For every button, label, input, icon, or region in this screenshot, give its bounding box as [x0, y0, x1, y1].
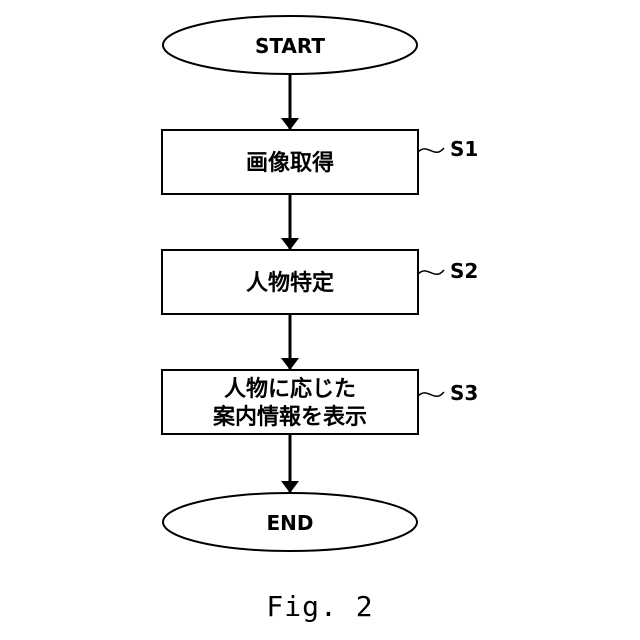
arrowhead-end [281, 481, 299, 493]
arrowhead-s2 [281, 238, 299, 250]
step-id-s3: S3 [450, 381, 478, 405]
process-label-s3-line1: 人物に応じた [224, 376, 356, 402]
step-leader-s2 [418, 270, 444, 274]
arrowhead-s1 [281, 118, 299, 130]
step-id-s2: S2 [450, 259, 478, 283]
step-id-s1: S1 [450, 137, 478, 161]
process-label-s1: 画像取得 [246, 150, 334, 176]
end-label: END [266, 511, 313, 535]
step-leader-s3 [418, 392, 444, 396]
figure-caption: Fig. 2 [0, 590, 640, 623]
flowchart: START 画像取得 S1 人物特定 S2 人物に応じた 案内情報を表示 S3 … [0, 0, 640, 580]
process-label-s2: 人物特定 [246, 270, 334, 296]
arrowhead-s3 [281, 358, 299, 370]
process-label-s3-line2: 案内情報を表示 [212, 404, 367, 430]
start-label: START [255, 34, 325, 58]
step-leader-s1 [418, 148, 444, 152]
